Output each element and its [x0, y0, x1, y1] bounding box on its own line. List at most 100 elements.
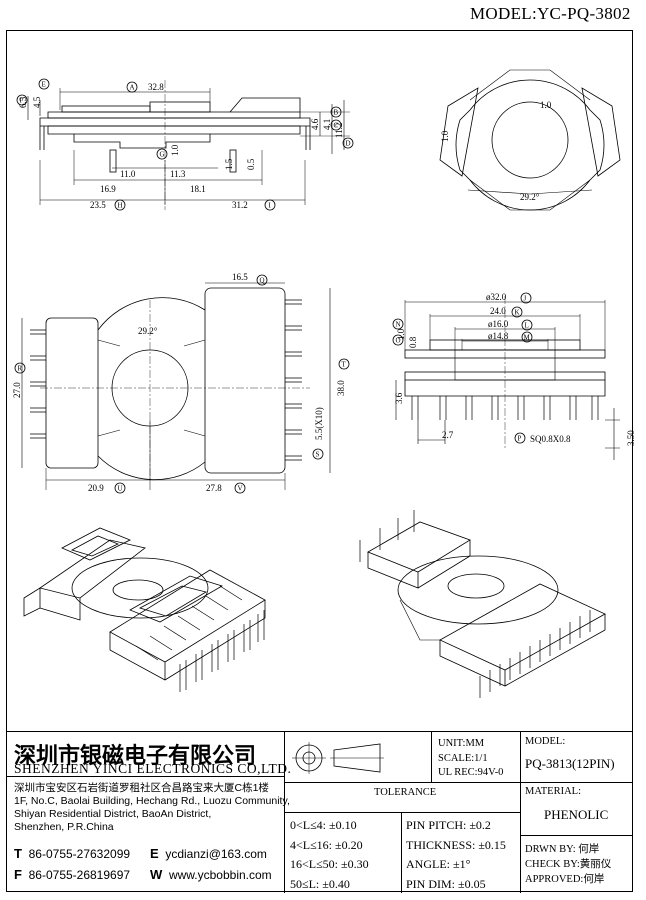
front-view — [395, 296, 620, 460]
svg-text:U: U — [118, 485, 123, 493]
dim-1-0-top: 1.0 — [540, 100, 552, 110]
svg-text:C: C — [334, 122, 339, 130]
tolerance-row: THICKNESS: ±0.15 — [406, 837, 506, 852]
address-line: 1F, No.C, Baolai Building, Hechang Rd., … — [14, 795, 290, 807]
isometric-view-right — [359, 510, 606, 698]
dim-5-5: 5.5(X10) — [314, 407, 324, 440]
svg-text:A: A — [130, 84, 135, 92]
svg-text:N: N — [396, 321, 401, 329]
svg-text:I: I — [269, 202, 272, 210]
front-view-dims: ø32.0 24.0 ø16.0 ø14.8 1.0 0.8 3.6 2.7 S… — [394, 292, 636, 446]
dim-38-0: 38.0 — [336, 380, 346, 396]
model-value: PQ-3813(12PIN) — [525, 756, 615, 771]
projection-symbol — [292, 742, 384, 774]
svg-text:H: H — [118, 202, 123, 210]
dim-14-8: ø14.8 — [488, 331, 509, 341]
dim-1-5: 1.5 — [224, 158, 234, 170]
tel-value: 86-0755-27632099 — [28, 847, 131, 861]
svg-text:D: D — [346, 140, 351, 148]
web-label: W — [150, 867, 163, 882]
plan-view-letters: Q R S T U V — [14, 274, 350, 494]
dim-3-50: 3.50 — [626, 430, 636, 446]
dim-1-0: 1.0 — [170, 144, 180, 156]
dim-31-2: 31.2 — [232, 200, 248, 210]
dim-11-2: 11.2 — [334, 123, 344, 138]
dim-angle: 29.2° — [520, 192, 540, 202]
front-view-letters: J K L M N O P — [392, 292, 533, 444]
dim-20-9: 20.9 — [88, 483, 104, 493]
dim-0-8: 0.8 — [408, 336, 418, 348]
company-name-en: SHENZHEN YINCI ELECTRONICS CO,LTD. — [14, 761, 292, 776]
email-label: E — [150, 846, 159, 861]
dim-11-0: 11.0 — [120, 169, 136, 179]
svg-text:O: O — [396, 337, 401, 345]
svg-text:M: M — [524, 334, 531, 342]
web-value: www.ycbobbin.com — [168, 868, 272, 882]
plan-view — [21, 282, 331, 490]
signatures: DRWN BY: 何岸 CHECK BY:黄丽仪 APPROVED:何岸 — [525, 842, 611, 887]
dim-24-0: 24.0 — [490, 306, 506, 316]
title-block: 深圳市银磁电子有限公司 SHENZHEN YINCI ELECTRONICS C… — [6, 731, 633, 894]
svg-text:T: T — [342, 361, 347, 369]
company-address: 深圳市宝安区石岩街道罗租社区合昌路宝来大厦C栋1楼 1F, No.C, Baol… — [14, 782, 290, 834]
flange-view — [439, 69, 621, 211]
tolerance-ranges: 0<L≤4: ±0.10 4<L≤16: ±0.20 16<L≤50: ±0.3… — [290, 816, 369, 894]
dim-a: 32.8 — [148, 82, 164, 92]
svg-text:B: B — [334, 109, 339, 117]
fax-value: 86-0755-26819697 — [28, 868, 131, 882]
svg-text:S: S — [316, 451, 320, 459]
flange-view-dims: 1.0 1.0 29.2° — [440, 100, 552, 202]
tolerance-row: ANGLE: ±1° — [406, 857, 471, 871]
contact-email: E ycdianzi@163.com — [150, 846, 267, 861]
tolerance-row: PIN PITCH: ±0.2 — [406, 818, 491, 832]
email-value: ycdianzi@163.com — [165, 847, 267, 861]
dim-29-2-angle: 29.2° — [138, 326, 158, 336]
dim-18-1: 18.1 — [190, 184, 206, 194]
company-name-cn: 深圳市银磁电子有限公司 — [14, 744, 257, 769]
drawn-by: DRWN BY: 何岸 — [525, 844, 600, 855]
tolerance-row: 16<L≤50: ±0.30 — [290, 857, 369, 871]
dim-16-9: 16.9 — [100, 184, 116, 194]
isometric-view-left — [23, 527, 266, 692]
dim-6-3: 6.3 — [18, 96, 28, 108]
svg-text:Q: Q — [260, 277, 265, 285]
svg-text:F: F — [20, 97, 24, 105]
tolerance-specs: PIN PITCH: ±0.2 THICKNESS: ±0.15 ANGLE: … — [406, 816, 506, 894]
dim-27-0: 27.0 — [12, 382, 22, 398]
dim-2-7: 2.7 — [442, 430, 454, 440]
dim-4-5: 4.5 — [32, 96, 42, 108]
side-view — [27, 80, 350, 210]
contact-web: W www.ycbobbin.com — [150, 867, 272, 882]
ul-rec-label: UL REC:94V-0 — [438, 767, 504, 778]
plan-view-dims: 16.5 29.2° 27.0 38.0 5.5(X10) 20.9 27.8 — [12, 272, 346, 493]
dim-16-5: 16.5 — [232, 272, 248, 282]
tolerance-row: 50≤L: ±0.40 — [290, 876, 350, 891]
svg-text:R: R — [18, 365, 23, 373]
tolerance-row: 0<L≤4: ±0.10 — [290, 818, 357, 832]
svg-text:K: K — [515, 309, 520, 317]
unit-label: UNIT:MM — [438, 738, 485, 749]
side-view-letters: A B C D E F G H I — [16, 78, 354, 211]
dim-0-5: 0.5 — [246, 158, 256, 170]
dim-3-6: 3.6 — [394, 392, 404, 404]
dim-4-6: 4.6 — [310, 118, 320, 130]
address-line: Shenzhen, P.R.China — [14, 821, 114, 833]
scale-label: SCALE:1/1 — [438, 753, 488, 764]
contact-fax: F 86-0755-26819697 — [14, 867, 130, 882]
dim-11-3: 11.3 — [170, 169, 186, 179]
svg-text:G: G — [160, 151, 165, 159]
material-label: MATERIAL: — [525, 786, 581, 797]
dim-1-0-left: 1.0 — [440, 130, 450, 142]
check-by: CHECK BY:黄丽仪 — [525, 859, 612, 870]
model-label: MODEL: — [525, 736, 566, 747]
tolerance-title: TOLERANCE — [374, 787, 437, 798]
dim-27-8: 27.8 — [206, 483, 222, 493]
svg-text:P: P — [518, 435, 522, 443]
drawing-model-number: MODEL:YC-PQ-3802 — [470, 4, 631, 23]
svg-text:J: J — [524, 295, 527, 303]
contact-tel: T 86-0755-27632099 — [14, 846, 130, 861]
svg-text:V: V — [238, 485, 243, 493]
address-line: Shiyan Residential District, BaoAn Distr… — [14, 808, 212, 820]
tel-label: T — [14, 846, 22, 861]
